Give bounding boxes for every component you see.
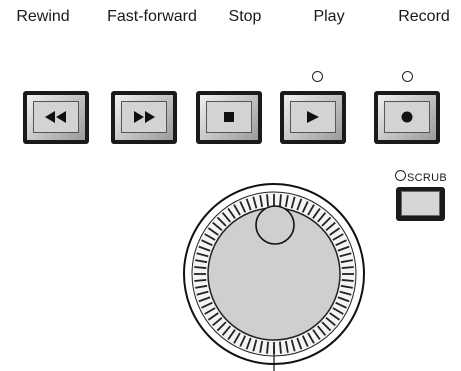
knurl-tick <box>204 307 216 315</box>
record-label: Record <box>398 8 450 25</box>
knurl-tick <box>339 290 352 296</box>
knurl-tick <box>221 325 231 336</box>
knurl-tick <box>301 335 309 347</box>
knurl-tick <box>329 312 341 321</box>
knurl-tick <box>239 201 247 213</box>
knurl-tick <box>245 337 252 350</box>
knurl-tick <box>195 284 208 289</box>
stop-button[interactable] <box>196 91 262 144</box>
knurl-tick <box>307 332 315 344</box>
knurl-tick <box>335 301 347 309</box>
knurl-tick <box>312 207 321 219</box>
knurl-tick <box>221 212 231 223</box>
knurl-tick <box>233 332 241 344</box>
knurl-tick <box>341 279 354 282</box>
rewind-label: Rewind <box>16 8 70 25</box>
scrub-button[interactable] <box>396 187 445 221</box>
stop-label: Stop <box>228 8 262 25</box>
knurl-tick <box>325 317 336 327</box>
knurl-tick <box>325 221 336 231</box>
knurl-tick <box>196 290 209 296</box>
knurl-tick <box>284 340 289 353</box>
knurl-tick <box>284 195 289 208</box>
knurl-tick <box>201 301 213 309</box>
knurl-tick <box>201 239 213 247</box>
knurl-tick <box>266 194 269 207</box>
knurl-tick <box>216 216 227 227</box>
fast-forward-button[interactable] <box>111 91 177 144</box>
play-button[interactable] <box>280 91 346 144</box>
knurl-tick <box>317 325 327 336</box>
knurl-tick <box>198 245 211 252</box>
jog-wheel-finger-dimple <box>255 205 295 245</box>
scrub-led-indicator <box>395 170 406 181</box>
knurl-tick <box>337 296 350 303</box>
play-label: Play <box>313 8 345 25</box>
knurl-tick <box>252 196 258 209</box>
knurl-tick <box>245 198 252 211</box>
knurl-tick <box>290 196 296 209</box>
knurl-tick <box>259 195 264 208</box>
knurl-tick <box>194 279 207 282</box>
play-icon <box>307 111 319 123</box>
jog-wheel-knurl-ring <box>194 194 354 354</box>
knurl-tick <box>227 329 236 341</box>
knurl-tick <box>204 233 216 241</box>
knurl-tick <box>195 259 208 264</box>
knurl-tick <box>341 266 354 269</box>
scrub-label: SCRUB <box>407 172 448 184</box>
knurl-tick <box>340 284 353 289</box>
knurl-tick <box>194 266 207 269</box>
knurl-tick <box>259 340 264 353</box>
knurl-tick <box>312 329 321 341</box>
knurl-tick <box>198 296 211 303</box>
record-icon <box>401 111 413 123</box>
knurl-tick <box>290 339 296 352</box>
knurl-tick <box>317 212 327 223</box>
knurl-tick <box>340 259 353 264</box>
knurl-tick <box>296 198 303 211</box>
knurl-tick <box>339 252 352 258</box>
knurl-tick <box>307 204 315 216</box>
knurl-tick <box>329 227 341 236</box>
knurl-tick <box>321 216 332 227</box>
knurl-tick <box>196 252 209 258</box>
knurl-tick <box>332 307 344 315</box>
rewind-button[interactable] <box>23 91 89 144</box>
knurl-tick <box>279 194 282 207</box>
knurl-tick <box>207 227 219 236</box>
knurl-tick <box>332 233 344 241</box>
record-led-indicator <box>402 71 413 82</box>
knurl-tick <box>266 341 269 354</box>
knurl-tick <box>216 321 227 332</box>
knurl-tick <box>301 201 309 213</box>
knurl-tick <box>212 221 223 231</box>
fast-forward-icon <box>134 111 155 123</box>
fast-forward-label: Fast-forward <box>107 8 197 25</box>
record-button[interactable] <box>374 91 440 144</box>
rewind-icon <box>45 111 66 123</box>
knurl-tick <box>227 207 236 219</box>
play-led-indicator <box>312 71 323 82</box>
knurl-tick <box>233 204 241 216</box>
knurl-tick <box>337 245 350 252</box>
knurl-tick <box>321 321 332 332</box>
knurl-tick <box>296 337 303 350</box>
stop-icon <box>224 112 234 122</box>
knurl-tick <box>212 317 223 327</box>
jog-wheel[interactable] <box>176 182 376 371</box>
knurl-tick <box>335 239 347 247</box>
knurl-tick <box>279 341 282 354</box>
knurl-tick <box>252 339 258 352</box>
knurl-tick <box>239 335 247 347</box>
knurl-tick <box>207 312 219 321</box>
